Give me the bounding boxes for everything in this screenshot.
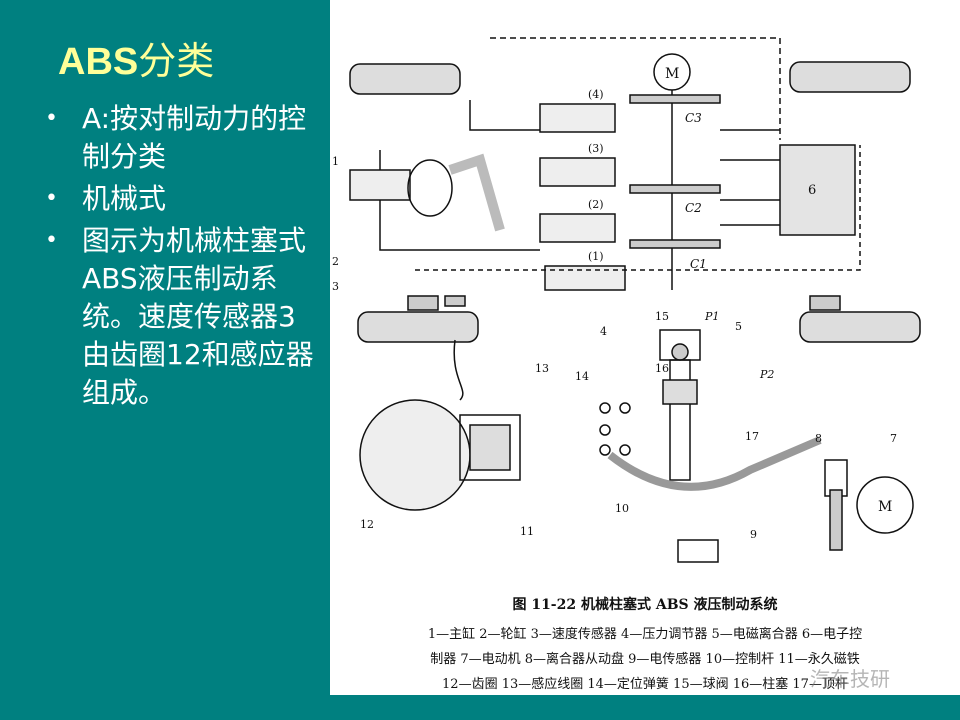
- svg-text:12: 12: [360, 518, 374, 531]
- bullet-item: • A:按对制动力的控制分类: [40, 100, 320, 176]
- wheel-rear-left: [357, 311, 479, 343]
- svg-text:P2: P2: [759, 368, 774, 381]
- slide-title: ABS分类: [58, 30, 214, 85]
- title-cjk: 分类: [138, 39, 215, 83]
- svg-text:13: 13: [535, 362, 549, 375]
- bullet-icon: •: [45, 186, 58, 211]
- svg-text:M: M: [665, 66, 679, 82]
- bullet-text: 图示为机械柱塞式ABS液压制动系统。速度传感器3由齿圈12和感应器组成。: [82, 224, 314, 409]
- svg-text:(1): (1): [588, 250, 604, 263]
- svg-text:M: M: [878, 499, 892, 515]
- svg-text:16: 16: [655, 362, 669, 375]
- svg-text:5: 5: [735, 320, 742, 333]
- figure-legend-line: 12—齿圈 13—感应线圈 14—定位弹簧 15—球阀 16—柱塞 17—顶杆: [442, 677, 848, 692]
- svg-text:8: 8: [815, 432, 822, 445]
- svg-text:17: 17: [745, 430, 759, 443]
- bullet-text: 机械式: [82, 182, 167, 215]
- figure-caption-title: 图 11-22 机械柱塞式 ABS 液压制动系统: [512, 597, 778, 613]
- svg-text:(4): (4): [588, 88, 604, 101]
- svg-text:11: 11: [520, 525, 534, 538]
- svg-text:4: 4: [600, 325, 607, 338]
- svg-text:C3: C3: [685, 111, 702, 125]
- bullet-item: • 机械式: [40, 180, 320, 218]
- wheel-front-left: [349, 63, 461, 95]
- bullet-text: A:按对制动力的控制分类: [82, 102, 307, 173]
- title-latin: ABS: [58, 41, 139, 83]
- wheel-rear-right: [799, 311, 921, 343]
- svg-text:P1: P1: [704, 310, 719, 323]
- svg-text:15: 15: [655, 310, 669, 323]
- watermark: 汽车技研: [810, 667, 890, 691]
- bullet-icon: •: [45, 106, 58, 131]
- svg-text:6: 6: [808, 183, 816, 198]
- figure-legend-line: 制器 7—电动机 8—离合器从动盘 9—电传感器 10—控制杆 11—永久磁铁: [430, 652, 860, 667]
- figure-legend-line: 1—主缸 2—轮缸 3—速度传感器 4—压力调节器 5—电磁离合器 6—电子控: [427, 627, 863, 642]
- svg-text:(2): (2): [588, 198, 604, 211]
- abs-diagram: M C3 C2 C1 (4) (3) (2) (1) 6: [332, 37, 921, 563]
- svg-text:10: 10: [615, 502, 629, 515]
- svg-text:7: 7: [890, 432, 897, 445]
- svg-text:9: 9: [750, 528, 757, 541]
- abs-diagram-figure: M C3 C2 C1 (4) (3) (2) (1) 6: [330, 0, 960, 695]
- bullet-icon: •: [45, 228, 58, 253]
- svg-text:14: 14: [575, 370, 589, 383]
- svg-text:C1: C1: [690, 257, 707, 271]
- svg-text:2: 2: [332, 255, 339, 268]
- svg-text:3: 3: [332, 280, 339, 293]
- svg-text:C2: C2: [685, 201, 702, 215]
- bullet-item: • 图示为机械柱塞式ABS液压制动系统。速度传感器3由齿圈12和感应器组成。: [40, 222, 320, 412]
- wheel-front-right: [789, 61, 911, 93]
- svg-text:1: 1: [332, 155, 339, 168]
- bullet-list: • A:按对制动力的控制分类 • 机械式 • 图示为机械柱塞式ABS液压制动系统。速度…: [40, 100, 320, 416]
- svg-text:(3): (3): [588, 142, 604, 155]
